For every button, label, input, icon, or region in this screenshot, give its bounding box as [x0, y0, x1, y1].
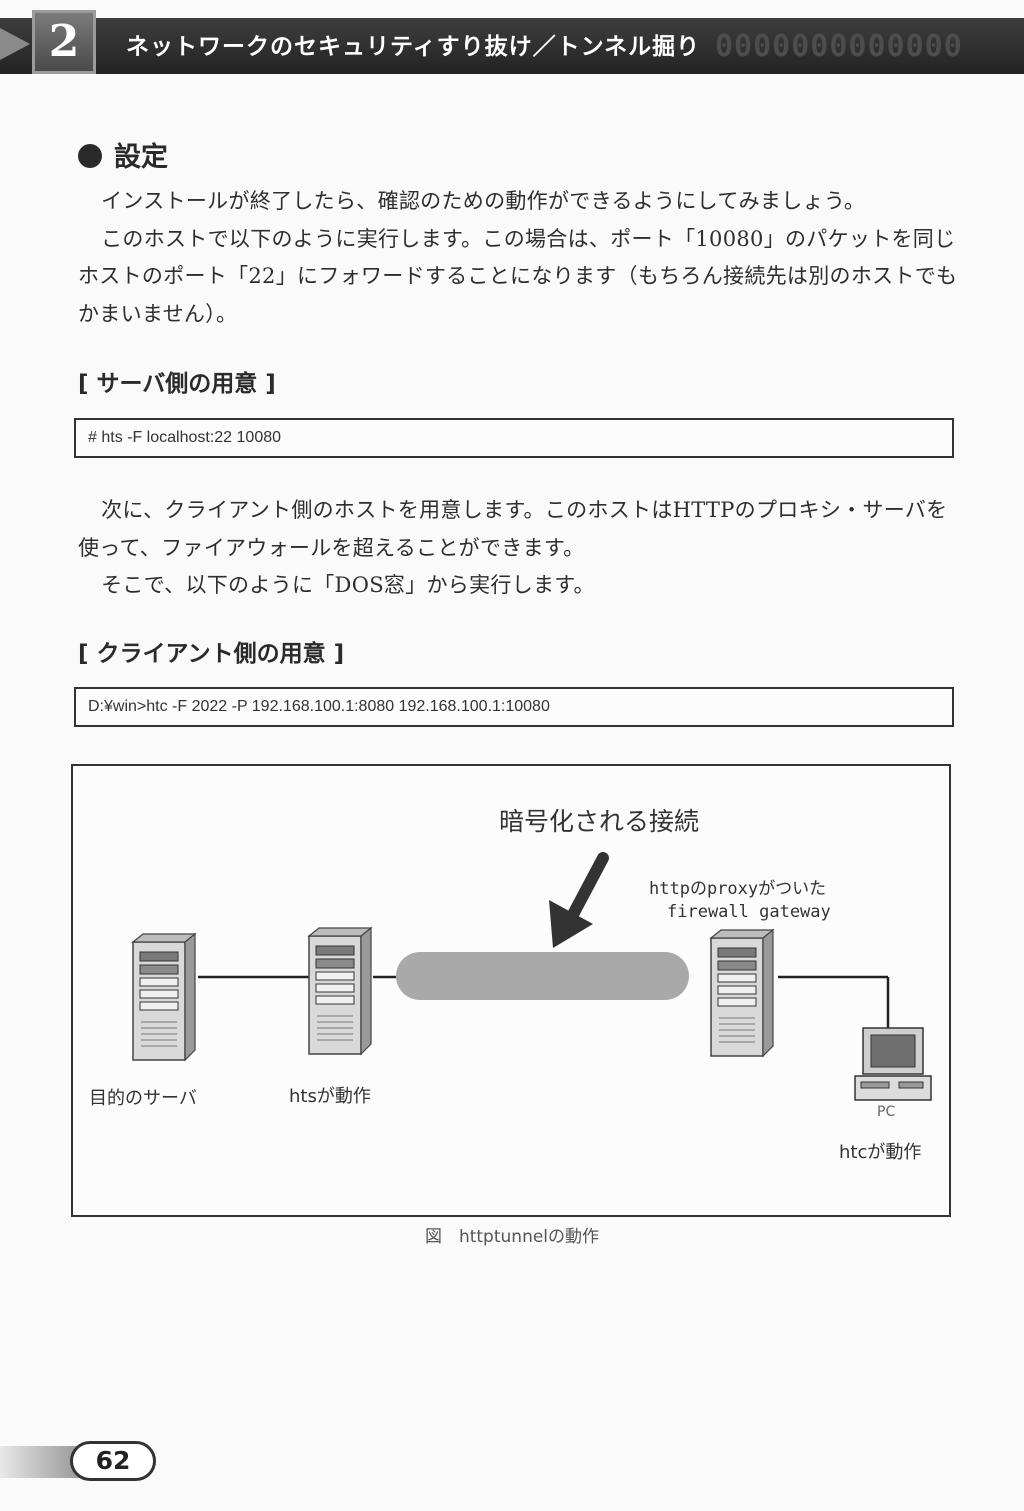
pc-label: PC: [877, 1104, 896, 1120]
hts-server-icon: [308, 927, 372, 1055]
diagram-graphics: [132, 852, 932, 1101]
chapter-number: 2: [32, 10, 96, 74]
section-title: 設定: [78, 138, 168, 178]
gateway-server-icon: [710, 929, 774, 1057]
paragraph: このホストで以下のように実行します。この場合は、ポート「10080」のパケットを…: [78, 226, 958, 326]
target-server-icon: [132, 933, 196, 1061]
hts-label: htsが動作: [289, 1086, 371, 1107]
proxy-label-line2: firewall gateway: [667, 902, 831, 922]
proxy-label-line1: httpのproxyがついた: [649, 879, 827, 899]
pc-icon: [854, 1027, 932, 1101]
paragraph: インストールが終了したら、確認のための動作ができるようにしてみましょう。: [101, 189, 866, 213]
page-number: 62: [70, 1441, 156, 1481]
client-command-box: D:¥win>htc -F 2022 -P 192.168.100.1:8080…: [74, 687, 954, 727]
encrypted-tunnel: [396, 952, 689, 1000]
chapter-header-band: [0, 18, 1024, 74]
paragraph: そこで、以下のように「DOS窓」から実行します。: [101, 573, 595, 597]
htc-label: htcが動作: [839, 1142, 922, 1163]
paragraph: 次に、クライアント側のホストを用意します。このホストはHTTPのプロキシ・サーバ…: [78, 498, 948, 560]
server-command-box: # hts -F localhost:22 10080: [74, 418, 954, 458]
header-binary-pattern: 0000000000000: [715, 29, 963, 64]
server-setup-heading: [ サーバ側の用意 ]: [78, 371, 276, 397]
client-setup-heading: [ クライアント側の用意 ]: [78, 641, 345, 667]
server-command: # hts -F localhost:22 10080: [88, 429, 282, 446]
target-server-label: 目的のサーバ: [89, 1088, 197, 1109]
bullet-icon: [78, 144, 102, 168]
client-command: D:¥win>htc -F 2022 -P 192.168.100.1:8080…: [88, 698, 550, 715]
encrypted-connection-label: 暗号化される接続: [499, 807, 700, 836]
intro-paragraphs: インストールが終了したら、確認のための動作ができるようにしてみましょう。 このホ…: [78, 183, 958, 333]
chapter-title: ネットワークのセキュリティすり抜け／トンネル掘り: [126, 34, 701, 60]
middle-paragraphs: 次に、クライアント側のホストを用意します。このホストはHTTPのプロキシ・サーバ…: [78, 492, 958, 605]
arrow-icon: [549, 852, 609, 948]
figure-caption: 図 httptunnelの動作: [424, 1227, 600, 1247]
section-title-text: 設定: [114, 142, 168, 173]
httptunnel-diagram: 暗号化される接続 httpのproxyがついた firewall gateway…: [71, 764, 951, 1217]
header-arrow-icon: [0, 28, 30, 60]
